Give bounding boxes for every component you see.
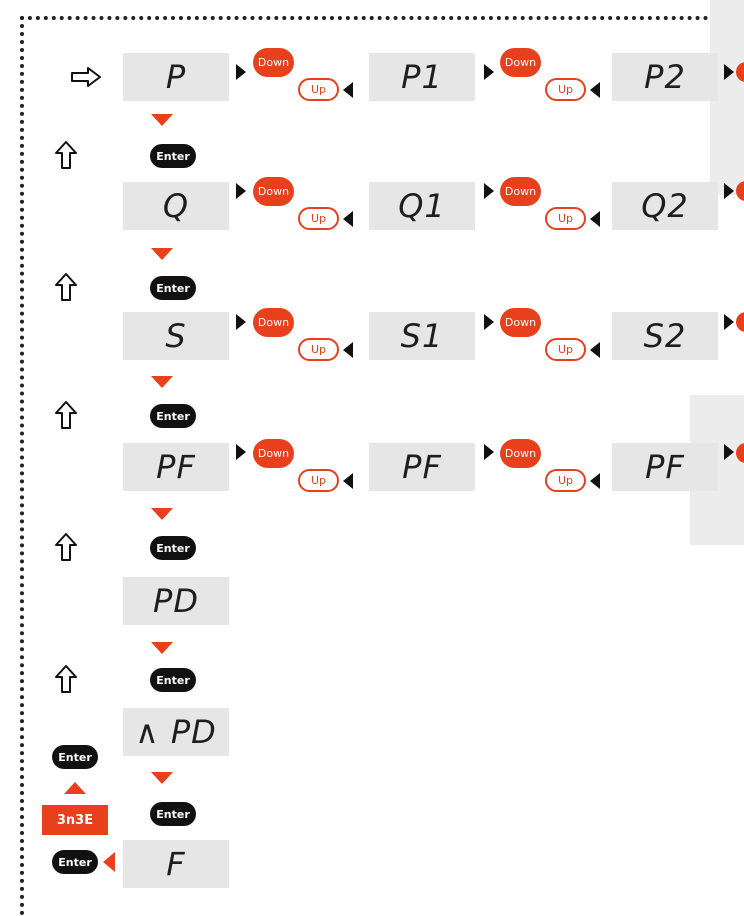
arrow-left-marker <box>590 473 600 489</box>
arrow-left-marker <box>590 342 600 358</box>
down-arrow-marker <box>151 248 173 260</box>
up-button[interactable]: Up <box>298 469 339 492</box>
down-button-partial <box>736 62 744 82</box>
enter-button[interactable]: Enter <box>150 404 196 428</box>
right-arrow-icon <box>71 67 101 87</box>
arrow-right-marker <box>236 444 246 460</box>
arrow-right-marker <box>484 314 494 330</box>
display-q: Q <box>123 182 229 230</box>
arrow-right-marker <box>724 64 734 80</box>
display-pd: PD <box>123 577 229 625</box>
down-button[interactable]: Down <box>253 439 294 468</box>
down-arrow-marker <box>151 772 173 784</box>
display-s1: S1 <box>369 312 475 360</box>
dotted-frame <box>20 16 744 916</box>
arrow-right-marker <box>484 64 494 80</box>
enter-button[interactable]: Enter <box>52 850 98 874</box>
arrow-right-marker <box>484 444 494 460</box>
enter-button[interactable]: Enter <box>150 536 196 560</box>
enter-button[interactable]: Enter <box>150 276 196 300</box>
up-arrow-icon <box>55 401 77 429</box>
down-arrow-marker <box>151 508 173 520</box>
down-button[interactable]: Down <box>253 308 294 337</box>
display-q2: Q2 <box>612 182 718 230</box>
up-arrow-marker <box>64 782 86 794</box>
display-q1: Q1 <box>369 182 475 230</box>
up-button[interactable]: Up <box>545 207 586 230</box>
display-p1: P1 <box>369 53 475 101</box>
down-button-partial <box>736 181 744 201</box>
up-button[interactable]: Up <box>298 78 339 101</box>
down-button-partial <box>736 443 744 463</box>
up-button[interactable]: Up <box>545 78 586 101</box>
display-f: F <box>123 840 229 888</box>
down-button[interactable]: Down <box>253 177 294 206</box>
up-button[interactable]: Up <box>298 338 339 361</box>
display-pf: PF <box>612 443 718 491</box>
mode-label: 3n3E <box>42 805 108 835</box>
arrow-left-marker <box>590 211 600 227</box>
arrow-right-marker <box>724 314 734 330</box>
up-arrow-icon <box>55 533 77 561</box>
down-button-partial <box>736 312 744 332</box>
arrow-right-marker <box>484 183 494 199</box>
display-pf: PF <box>369 443 475 491</box>
arrow-right-marker <box>724 444 734 460</box>
enter-button[interactable]: Enter <box>150 668 196 692</box>
arrow-right-marker <box>724 183 734 199</box>
arrow-right-marker <box>236 183 246 199</box>
display-inverted-pd: ∧ PD <box>123 708 229 756</box>
down-arrow-marker <box>151 376 173 388</box>
down-button[interactable]: Down <box>500 308 541 337</box>
display-s: S <box>123 312 229 360</box>
enter-button[interactable]: Enter <box>150 802 196 826</box>
down-arrow-marker <box>151 114 173 126</box>
arrow-left-marker <box>343 211 353 227</box>
display-pf: PF <box>123 443 229 491</box>
arrow-left-marker <box>590 82 600 98</box>
enter-button[interactable]: Enter <box>150 144 196 168</box>
arrow-right-marker <box>236 64 246 80</box>
display-s2: S2 <box>612 312 718 360</box>
arrow-left-marker <box>343 342 353 358</box>
enter-button[interactable]: Enter <box>52 745 98 769</box>
display-p: P <box>123 53 229 101</box>
display-p2: P2 <box>612 53 718 101</box>
up-arrow-icon <box>55 665 77 693</box>
down-button[interactable]: Down <box>500 439 541 468</box>
arrow-right-marker <box>236 314 246 330</box>
down-button[interactable]: Down <box>253 48 294 77</box>
arrow-left-marker <box>343 473 353 489</box>
left-arrow-marker <box>103 852 115 872</box>
arrow-left-marker <box>343 82 353 98</box>
up-arrow-icon <box>55 141 77 169</box>
up-button[interactable]: Up <box>545 469 586 492</box>
up-arrow-icon <box>55 273 77 301</box>
up-button[interactable]: Up <box>298 207 339 230</box>
down-arrow-marker <box>151 642 173 654</box>
down-button[interactable]: Down <box>500 48 541 77</box>
up-button[interactable]: Up <box>545 338 586 361</box>
down-button[interactable]: Down <box>500 177 541 206</box>
